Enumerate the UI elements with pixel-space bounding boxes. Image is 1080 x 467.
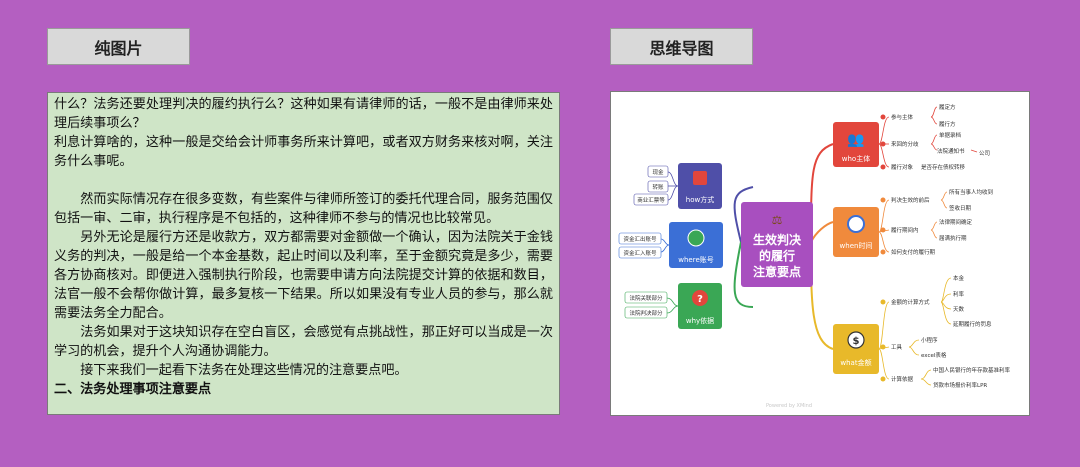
- when-item-1: 判决生效的前后: [891, 196, 930, 204]
- what-leaf-8: 贷款市场报价利率LPR: [933, 381, 987, 389]
- what-item-3: 计算依据: [891, 375, 914, 383]
- xmind-watermark: Powered by XMind: [766, 403, 812, 409]
- article-paragraph-6: 接下来我们一起看下法务在处理这些情况的注意要点吧。: [80, 363, 408, 378]
- how-leaf-3: 商业汇票等: [637, 196, 665, 204]
- label-plain-image: 纯图片: [47, 28, 190, 65]
- branch-when: when时间 判决生效的前后 履行期间内 如何支付的履行期 所有当事人均收到 签…: [833, 188, 993, 257]
- article-paragraph-3: 然而实际情况存在很多变数，有些案件与律师所签订的委托代理合同，服务范围仅包括一审…: [54, 192, 553, 226]
- who-item-3: 履行对象: [891, 163, 914, 171]
- where-leaf-1: 资金汇出账号: [623, 235, 657, 243]
- label-plain-image-text: 纯图片: [94, 38, 143, 58]
- what-leaf-3: 天数: [953, 305, 965, 313]
- bag-icon: [693, 171, 707, 185]
- question-icon: [692, 290, 708, 306]
- when-leaf-2: 签收日期: [949, 204, 972, 212]
- mindmap-diagram: ⚖ 生效判决 的履行 注意要点 👥 who主体 参与主体: [618, 103, 1011, 409]
- article-section-heading: 二、法务处理事项注意要点: [54, 382, 212, 397]
- mindmap-center-node: ⚖ 生效判决 的履行 注意要点: [741, 202, 813, 287]
- how-leaf-2: 转账: [652, 183, 664, 191]
- article-text-panel: 什么？法务还要处理判决的履约执行么？这种如果有请律师的话，一般不是由律师来处理后…: [47, 92, 560, 415]
- when-leaf-4: 届满执行期: [939, 234, 967, 242]
- what-leaf-5: 小程序: [921, 336, 938, 344]
- what-item-2: 工具: [891, 344, 903, 351]
- branch-why: ? why依据 法院关联部分 法院判决部分: [624, 283, 722, 329]
- what-leaf-2: 利率: [953, 290, 965, 298]
- center-line-2: 的履行: [759, 248, 795, 263]
- label-mindmap-text: 思维导图: [649, 38, 714, 58]
- article-paragraph-2: 利息计算啥的，这种一般是交给会计师事务所来计算吧，或者双方财务来核对啊，关注务什…: [54, 135, 553, 169]
- branch-who: 👥 who主体 参与主体 来回的分歧 履行对象 履定方 履行方 单据录档 法院通…: [833, 103, 990, 171]
- branch-where-title: where账号: [678, 255, 714, 264]
- article-gap: [54, 171, 553, 190]
- when-leaf-3: 法律期间确定: [939, 218, 973, 226]
- when-leaf-1: 所有当事人均收到: [949, 188, 993, 196]
- who-leaf-1: 履定方: [939, 103, 956, 111]
- label-mindmap: 思维导图: [610, 28, 753, 65]
- who-leaf-3: 单据录档: [939, 131, 962, 139]
- article-paragraph-1: 什么？法务还要处理判决的履约执行么？这种如果有请律师的话，一般不是由律师来处理后…: [54, 97, 553, 131]
- when-item-2: 履行期间内: [891, 226, 919, 234]
- why-leaf-1: 法院关联部分: [629, 294, 663, 302]
- how-leaf-1: 现金: [652, 168, 664, 176]
- who-leaf-4: 法院通知书: [937, 147, 965, 155]
- branch-how: how方式 现金 转账 商业汇票等: [633, 163, 722, 209]
- svg-text:$: $: [853, 336, 860, 347]
- people-icon: 👥: [847, 132, 864, 148]
- who-leaf-2: 履行方: [939, 120, 956, 128]
- center-line-1: 生效判决: [753, 232, 802, 247]
- mindmap-panel: ⚖ 生效判决 的履行 注意要点 👥 who主体 参与主体: [610, 91, 1030, 416]
- branch-what: $ what金额 金额的计算方式 工具 计算依据 本金 利率: [833, 274, 1011, 389]
- when-item-3: 如何支付的履行期: [891, 248, 936, 256]
- what-leaf-7: 中国人民银行的年存款基准利率: [933, 366, 1011, 374]
- svg-text:?: ?: [697, 294, 703, 305]
- dollar-icon: [847, 331, 865, 349]
- center-line-3: 注意要点: [753, 264, 801, 279]
- where-leaf-2: 资金汇入账号: [623, 249, 657, 257]
- clock-icon: [847, 215, 865, 233]
- who-leaf-5: 公司: [979, 150, 990, 157]
- branch-when-title: when时间: [840, 241, 873, 250]
- branch-who-title: who主体: [842, 154, 870, 163]
- why-leaf-2: 法院判决部分: [629, 309, 663, 317]
- branch-why-title: why依据: [686, 316, 714, 325]
- branch-how-title: how方式: [686, 195, 714, 204]
- what-leaf-4: 延期履行的罚息: [953, 320, 992, 328]
- branch-what-title: what金额: [840, 358, 871, 367]
- article-paragraph-4: 另外无论是履行方还是收款方，双方都需要对金额做一个确认，因为法院关于金钱义务的判…: [54, 230, 553, 321]
- what-leaf-6: excel表格: [921, 351, 947, 359]
- gavel-icon: ⚖: [772, 213, 783, 227]
- globe-icon: [687, 229, 705, 247]
- what-leaf-1: 本金: [953, 274, 965, 282]
- what-item-1: 金额的计算方式: [891, 298, 930, 306]
- branch-where: where账号 资金汇出账号 资金汇入账号: [618, 222, 723, 268]
- who-leaf-6: 是否存在债权转移: [921, 163, 966, 171]
- article-paragraph-5: 法务如果对于这块知识存在空白盲区，会感觉有点挑战性，那正好可以当成是一次学习的机…: [54, 325, 553, 359]
- who-item-2: 来回的分歧: [891, 140, 919, 148]
- who-item-1: 参与主体: [891, 113, 914, 121]
